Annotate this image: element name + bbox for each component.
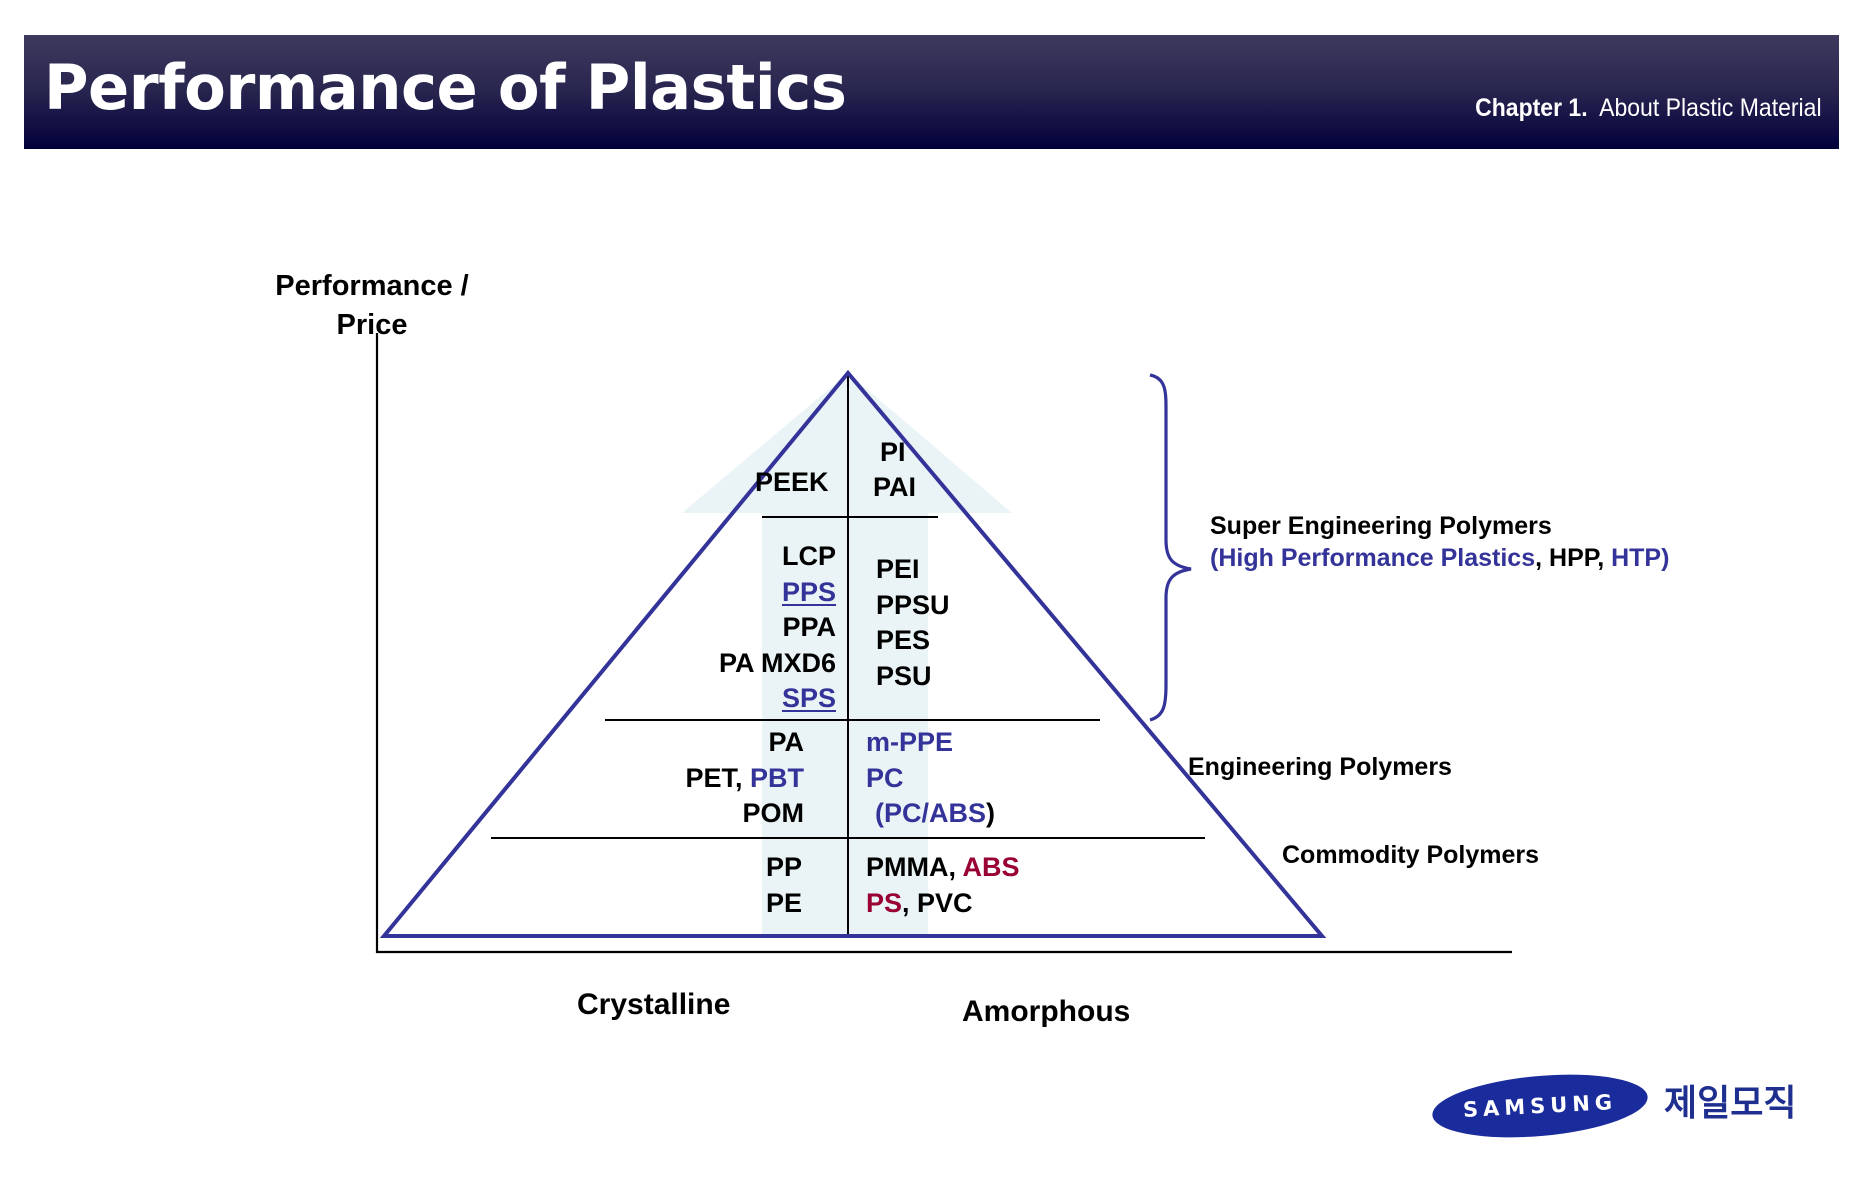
- material-pi: PI: [880, 437, 906, 467]
- material-pc-abs-blend: (PC/ABS: [875, 798, 987, 828]
- material-ps: PS: [866, 887, 903, 918]
- material-pet: PET,: [685, 762, 743, 793]
- material-pc: PC: [866, 762, 904, 793]
- slide-header: Performance of Plastics Chapter 1. About…: [24, 35, 1839, 149]
- arrow-shaft: [762, 513, 928, 937]
- material-m-ppe: m-PPE: [866, 727, 954, 757]
- material-psu: PSU: [876, 660, 932, 691]
- material-abs: ABS: [962, 852, 1020, 882]
- material-pp: PP: [765, 852, 802, 882]
- material-ps-pvc: PS, PVC: [866, 886, 1020, 922]
- material-peek: PEEK: [755, 467, 829, 497]
- material-pmma-abs: PMMA, ABS: [866, 850, 1020, 886]
- material-pom: POM: [742, 798, 804, 828]
- material-pei: PEI: [876, 554, 920, 584]
- material-pet-pbt: PET, PBT: [685, 761, 804, 797]
- material-pai: PAI: [873, 472, 917, 502]
- chapter-number: Chapter 1.: [1475, 94, 1589, 122]
- material-sps: SPS: [781, 683, 836, 713]
- material-pmma: PMMA,: [866, 852, 956, 882]
- material-pc-abs-close: ): [986, 798, 996, 828]
- material-pe: PE: [765, 887, 802, 918]
- y-axis-label-line1: Performance /: [275, 270, 469, 302]
- super-crystalline-list: LCP PPS PPA PA MXD6 SPS: [719, 539, 836, 717]
- super-amorphous-list: PEI PPSU PES PSU: [876, 552, 950, 694]
- material-pc-abs: (PC/ABS): [866, 796, 995, 832]
- chapter-title: About Plastic Material: [1599, 94, 1822, 122]
- x-axis-label-amorphous: Amorphous: [962, 995, 1131, 1028]
- engineering-amorphous-list: m-PPE PC (PC/ABS): [866, 725, 995, 832]
- pyramid-outline: [379, 369, 1327, 938]
- x-axis-label-crystalline: Crystalline: [577, 988, 731, 1021]
- material-pps: PPS: [781, 576, 836, 607]
- tier-label-hpp-full: (High Performance Plastics: [1210, 544, 1536, 572]
- tier-label-engineering: Engineering Polymers: [1188, 753, 1452, 781]
- tier-label-super-title: Super Engineering Polymers: [1210, 512, 1552, 540]
- samsung-logo: SAMSUNG: [1429, 1066, 1651, 1146]
- material-pbt: PBT: [750, 762, 804, 793]
- top-amorphous-list: PI PAI: [873, 435, 916, 505]
- material-pa: PA: [768, 727, 804, 757]
- samsung-logo-text: SAMSUNG: [1462, 1089, 1618, 1123]
- tier-label-hpp: , HPP,: [1535, 544, 1612, 572]
- material-ppa: PPA: [782, 612, 836, 642]
- y-axis-label: Performance / Price: [262, 267, 482, 345]
- material-pa-mxd6: PA MXD6: [718, 647, 836, 678]
- tier-label-super: Super Engineering Polymers (High Perform…: [1210, 510, 1669, 574]
- engineering-crystalline-list: PA PET, PBT POM: [685, 725, 804, 832]
- tier-label-commodity: Commodity Polymers: [1282, 841, 1540, 869]
- cheil-industries-logo-text: 제일모직: [1664, 1083, 1797, 1124]
- material-ppsu: PPSU: [876, 589, 950, 620]
- commodity-crystalline-list: PP PE: [766, 850, 802, 921]
- slide-title: Performance of Plastics: [44, 51, 847, 124]
- material-pvc: , PVC: [902, 887, 973, 918]
- commodity-amorphous-list: PMMA, ABS PS, PVC: [866, 850, 1020, 921]
- tier-label-htp: HTP): [1611, 544, 1670, 572]
- tier-label-super-subtitle: (High Performance Plastics, HPP, HTP): [1210, 542, 1669, 574]
- material-pes: PES: [876, 625, 931, 655]
- y-axis-label-line2: Price: [336, 309, 408, 341]
- material-lcp: LCP: [782, 541, 836, 571]
- chapter-label: Chapter 1. About Plastic Material: [1476, 96, 1822, 121]
- curly-brace: [1149, 373, 1192, 722]
